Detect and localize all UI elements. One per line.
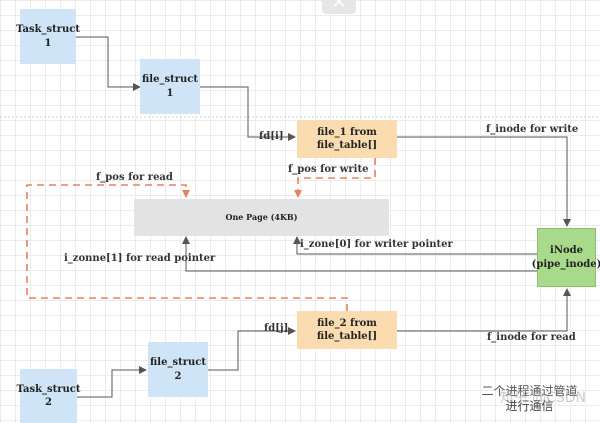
- edge-file1-inode: [397, 136, 571, 227]
- edge-label-f-pos-read: f_pos for read: [96, 172, 173, 183]
- task-struct-1-node: Task_struct 1: [16, 9, 80, 64]
- task-struct-2-node: Task_struct 2: [16, 369, 81, 423]
- edge-label-f-inode-write: f_inode for write: [486, 124, 579, 135]
- close-button[interactable]: ×: [322, 0, 356, 14]
- inode-node: iNode (pipe_inode): [532, 228, 600, 287]
- file-struct-1-node: file_struct 1: [140, 59, 200, 114]
- edge-task2-filestruct2: [77, 366, 147, 398]
- watermark-overlay: 知乎 @CSDN: [499, 390, 586, 406]
- edge-inode-page-read: [182, 236, 537, 272]
- edge-file2-inode: [397, 288, 571, 332]
- edge-inode-page-write: [293, 236, 537, 255]
- edge-label-i-zone-0: i_zone[0] for writer pointer: [300, 239, 453, 250]
- edge-task1-filestruct1: [76, 36, 141, 91]
- caption-watermark: 二个进程通过管道 进行通信 知乎 @CSDN: [467, 384, 592, 414]
- edge-filestruct1-file1: [200, 86, 296, 141]
- caption-line-1: 二个进程通过管道: [481, 384, 578, 398]
- file-struct-2-node: file_struct 2: [148, 342, 208, 397]
- edge-label-f-pos-write: f_pos for write: [288, 164, 369, 175]
- edge-label-f-inode-read: f_inode for read: [487, 332, 576, 343]
- edge-filestruct2-file2: [208, 327, 296, 371]
- close-icon[interactable]: ×: [331, 0, 347, 12]
- edge-label-fd-j: fd[j]: [264, 323, 289, 334]
- edge-file2-page-fpos: [26, 184, 348, 311]
- caption-line-2: 进行通信: [505, 399, 554, 413]
- edge-label-fd-i: fd[i]: [259, 131, 284, 142]
- edge-label-i-zonne-1: i_zonne[1] for read pointer: [64, 253, 216, 264]
- file-2-node: file_2 from file_table[]: [297, 311, 397, 349]
- file-1-node: file_1 from file_table[]: [297, 120, 397, 158]
- one-page-node: One Page (4KB): [134, 199, 389, 236]
